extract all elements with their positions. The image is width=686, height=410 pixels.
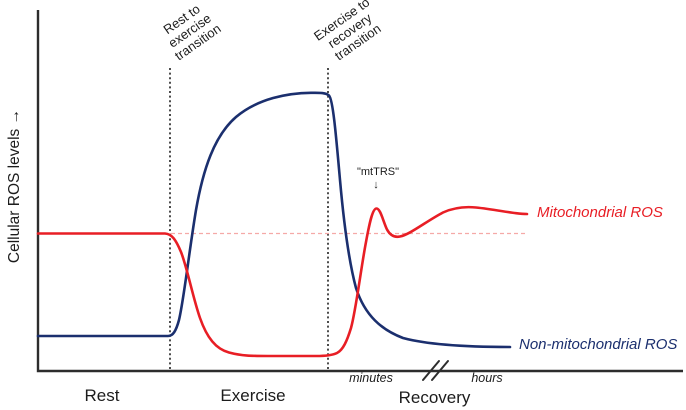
mitochondrial-ros-curve xyxy=(36,205,529,358)
phase-label-rest: Rest xyxy=(84,386,120,405)
x-axis-break-slashes xyxy=(422,360,449,381)
mttrs-down-arrow-icon: ↓ xyxy=(373,179,379,191)
mttrs-annotation: "mtTRS" xyxy=(356,166,400,178)
time-scale-minutes: minutes xyxy=(349,371,393,385)
legend-non-mitochondrial-ros: Non-mitochondrial ROS xyxy=(519,336,678,353)
phase-label-recovery: Recovery xyxy=(398,388,471,407)
phase-label-exercise: Exercise xyxy=(220,386,286,405)
time-scale-hours: hours xyxy=(471,371,503,385)
axes xyxy=(36,10,683,373)
y-axis-label: Cellular ROS levels → xyxy=(6,108,23,264)
non-mitochondrial-ros-curve xyxy=(36,91,512,349)
legend-mitochondrial-ros: Mitochondrial ROS xyxy=(537,204,663,221)
